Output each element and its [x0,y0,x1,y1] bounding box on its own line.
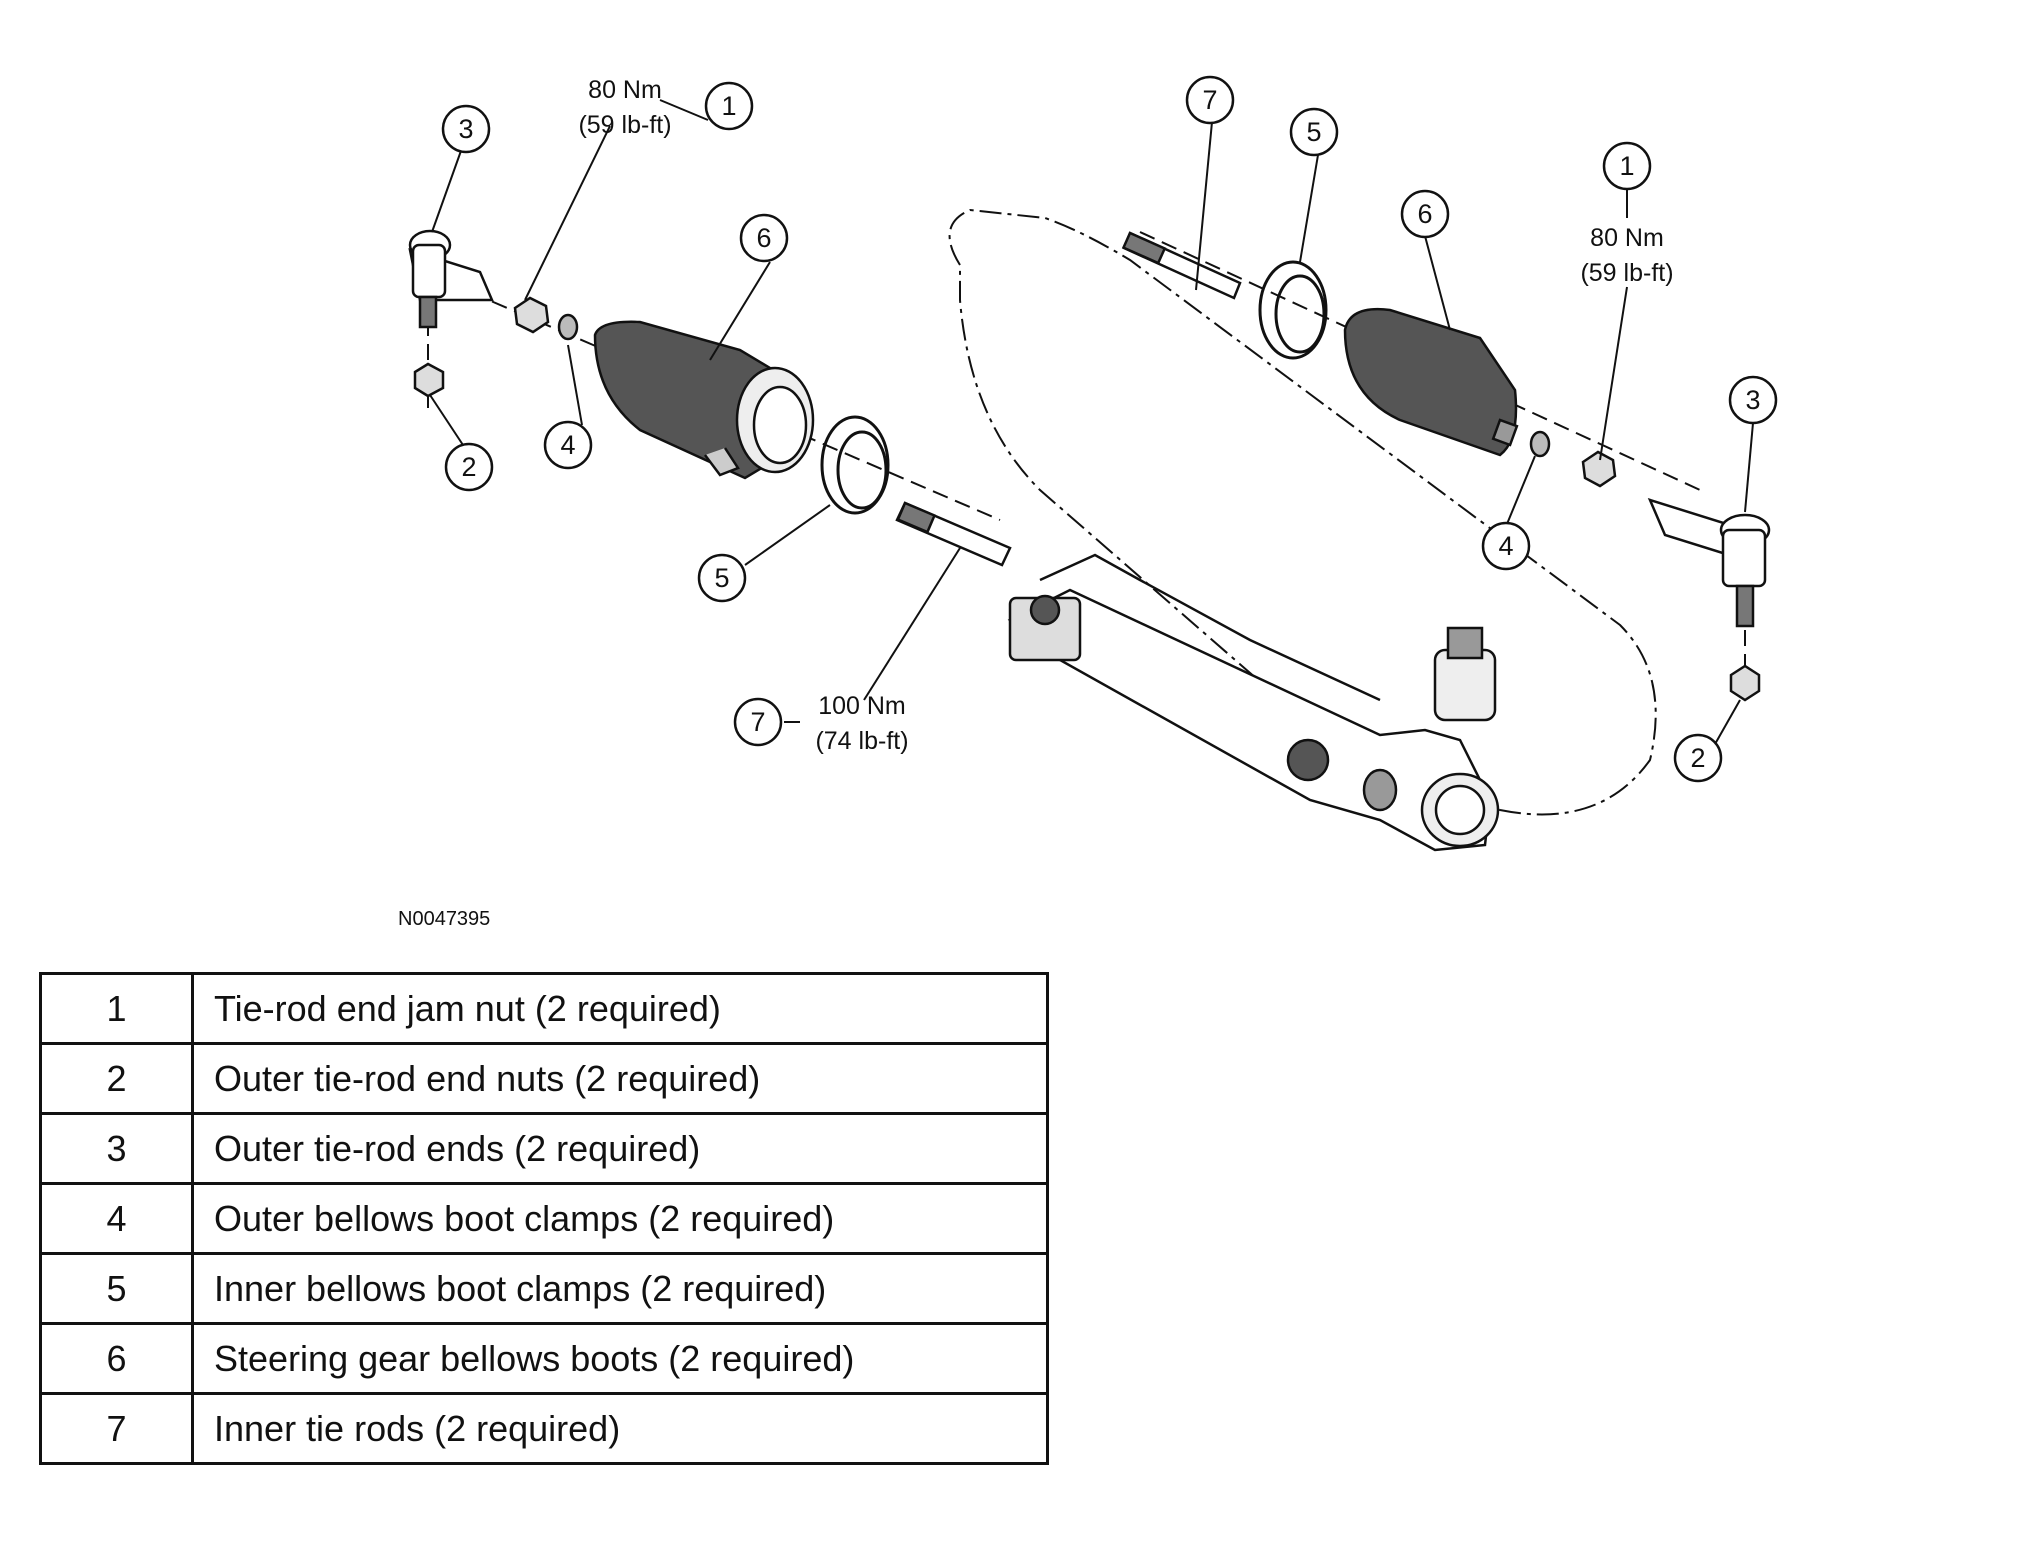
right-outer-tie-rod-end [1647,497,1771,628]
legend-desc: Steering gear bellows boots (2 required) [191,1322,1049,1395]
table-row: 4 Outer bellows boot clamps (2 required) [39,1182,1049,1255]
legend-desc: Outer tie-rod end nuts (2 required) [191,1042,1049,1115]
right-outer-boot-clamp [1529,430,1551,458]
callout-7-right: 7 [1202,85,1217,115]
legend-num: 5 [39,1252,194,1325]
legend-num: 2 [39,1042,194,1115]
table-row: 2 Outer tie-rod end nuts (2 required) [39,1042,1049,1115]
torque-right-jam-nut-imperial: (59 lb-ft) [1580,259,1673,287]
figure-id: N0047395 [398,908,491,930]
torque-inner-tie-rod-imperial: (74 lb-ft) [815,727,908,755]
callout-3-left: 3 [458,114,473,144]
callout-7-left: 7 [750,707,765,737]
right-jam-nut [1581,450,1617,488]
callout-1-right: 1 [1619,151,1634,181]
callout-5-left: 5 [714,563,729,593]
left-outer-boot-clamp [557,313,579,341]
left-bellows-boot [593,320,815,480]
left-outer-tie-rod-end-nut [413,362,445,398]
callout-2-left: 2 [461,452,476,482]
parts-legend-table: 1 Tie-rod end jam nut (2 required) 2 Out… [39,972,1049,1465]
table-row: 5 Inner bellows boot clamps (2 required) [39,1252,1049,1325]
right-inner-tie-rod [1121,231,1242,300]
left-inner-boot-clamp [820,415,890,515]
torque-inner-tie-rod-metric: 100 Nm [818,692,906,720]
legend-num: 3 [39,1112,194,1185]
legend-num: 4 [39,1182,194,1255]
right-assembly-outline [948,208,1657,816]
legend-desc: Outer bellows boot clamps (2 required) [191,1182,1049,1255]
legend-desc: Inner tie rods (2 required) [191,1392,1049,1465]
table-row: 3 Outer tie-rod ends (2 required) [39,1112,1049,1185]
torque-left-jam-nut-metric: 80 Nm [588,76,662,104]
callout-6-left: 6 [756,223,771,253]
leader-lines [429,99,1754,761]
table-row: 7 Inner tie rods (2 required) [39,1392,1049,1465]
callout-1-left: 1 [721,91,736,121]
table-row: 1 Tie-rod end jam nut (2 required) [39,972,1049,1045]
legend-num: 6 [39,1322,194,1395]
right-inner-boot-clamp [1258,260,1328,360]
callout-circles [441,75,1778,783]
legend-num: 1 [39,972,194,1045]
left-outer-tie-rod-end [408,229,494,329]
torque-right-jam-nut-metric: 80 Nm [1590,224,1664,252]
table-row: 6 Steering gear bellows boots (2 require… [39,1322,1049,1395]
right-outer-tie-rod-end-nut [1729,664,1761,702]
callout-3-right: 3 [1745,385,1760,415]
legend-desc: Tie-rod end jam nut (2 required) [191,972,1049,1045]
callout-4-right: 4 [1498,531,1513,561]
left-inner-tie-rod [895,501,1012,567]
callout-4-left: 4 [560,430,575,460]
callout-2-right: 2 [1690,743,1705,773]
left-jam-nut [513,296,550,334]
legend-desc: Outer tie-rod ends (2 required) [191,1112,1049,1185]
callout-5-right: 5 [1306,117,1321,147]
exploded-view-diagram: 1 3 6 2 4 5 7 7 5 6 1 3 4 2 80 Nm (59 lb… [408,75,1778,852]
torque-left-jam-nut-imperial: (59 lb-ft) [578,111,671,139]
right-bellows-boot [1343,307,1519,457]
legend-desc: Inner bellows boot clamps (2 required) [191,1252,1049,1325]
steering-gear-housing [1007,553,1500,852]
legend-num: 7 [39,1392,194,1465]
callout-6-right: 6 [1417,199,1432,229]
